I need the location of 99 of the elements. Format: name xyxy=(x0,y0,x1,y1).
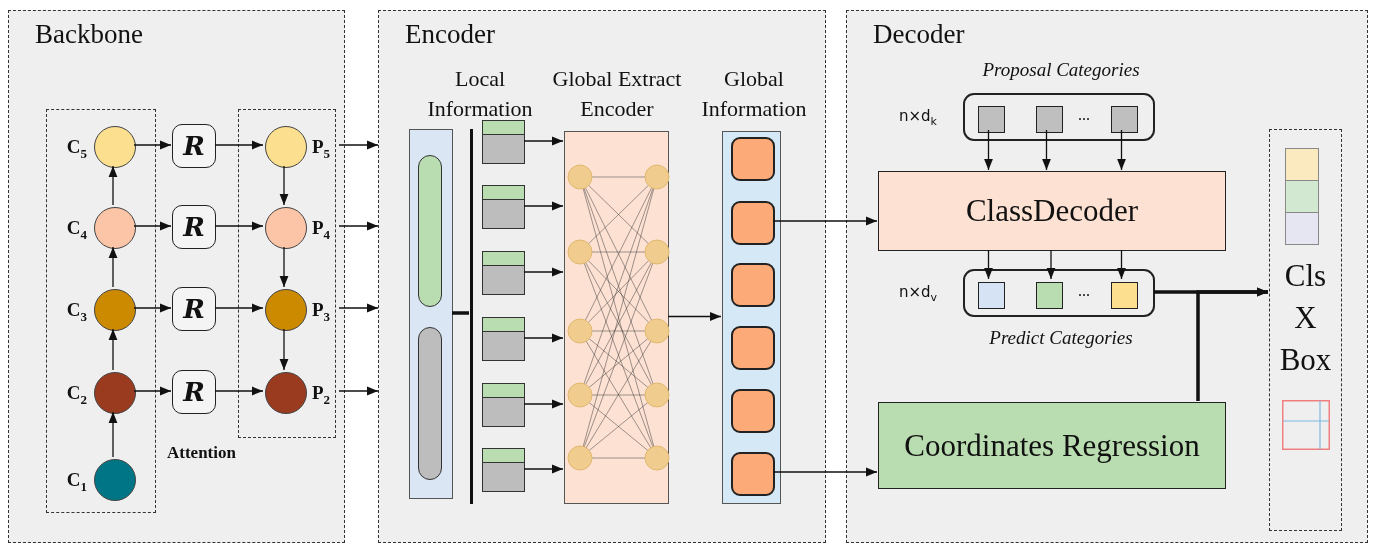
arrow xyxy=(338,386,379,396)
column-heading: Local Information xyxy=(426,65,534,123)
attention-block xyxy=(172,205,216,249)
token-box xyxy=(482,120,525,164)
feature-label: P$_{2}$ xyxy=(312,382,331,408)
arrow xyxy=(984,249,993,280)
arrow xyxy=(108,411,118,458)
ellipsis: ... xyxy=(1077,282,1091,300)
arrow xyxy=(523,464,564,474)
feature-label: C$_{2}$ xyxy=(66,382,87,408)
feature-bar xyxy=(470,129,473,504)
block-symbol: R xyxy=(183,131,205,161)
feature-label: C$_{4}$ xyxy=(66,217,87,243)
category-cell xyxy=(1111,106,1138,133)
feature-square xyxy=(731,263,775,307)
feature-pill xyxy=(418,327,442,480)
category-cell xyxy=(1036,282,1063,309)
arrow xyxy=(523,267,564,277)
category-cell xyxy=(978,282,1005,309)
output-label: Cls xyxy=(1284,257,1327,295)
arrow xyxy=(523,333,564,343)
attention-block xyxy=(172,124,216,168)
feature-square xyxy=(731,137,775,181)
feature-square xyxy=(731,201,775,245)
arrow xyxy=(772,467,878,477)
connector-line xyxy=(452,311,469,315)
category-cell xyxy=(1111,282,1138,309)
feature-pill xyxy=(418,155,442,307)
token-box xyxy=(482,448,525,492)
encoder-heading: Global Extract Encoder xyxy=(551,65,683,123)
arrow xyxy=(279,165,289,206)
category-cell xyxy=(978,106,1005,133)
output-label: X xyxy=(1294,299,1317,337)
category-cell xyxy=(1036,106,1063,133)
arrow xyxy=(1196,287,1268,401)
arrow xyxy=(523,136,564,146)
feature-label: P$_{3}$ xyxy=(312,299,331,325)
column-heading: Global Information xyxy=(700,65,808,123)
arrow xyxy=(1046,249,1056,280)
module-label: Coordinates Regression xyxy=(904,427,1200,464)
category-caption: Proposal Categories xyxy=(981,59,1141,81)
feature-label: P$_{4}$ xyxy=(312,217,331,243)
feature-label: C$_{5}$ xyxy=(66,136,87,162)
arrow xyxy=(667,312,722,321)
arrow xyxy=(338,303,379,313)
ellipsis: ... xyxy=(1077,106,1091,124)
arrow xyxy=(214,303,264,313)
feature-square xyxy=(731,326,775,370)
output-group xyxy=(1269,129,1342,531)
arrow xyxy=(133,221,172,231)
arrow xyxy=(772,216,878,226)
group-caption: Attention xyxy=(167,443,236,463)
module-box xyxy=(878,402,1226,489)
attention-block xyxy=(172,370,216,414)
panel-background xyxy=(8,10,345,543)
category-caption: Predict Categories xyxy=(988,327,1134,349)
dashed-group xyxy=(46,109,156,513)
feature-label: P$_{5}$ xyxy=(312,136,331,162)
output-label: Box xyxy=(1279,341,1332,379)
block-symbol: R xyxy=(183,294,205,324)
arrow xyxy=(214,221,264,231)
arrow xyxy=(279,246,289,288)
arrow xyxy=(1117,129,1126,171)
panel-title: Decoder xyxy=(873,19,965,50)
arrow xyxy=(108,246,118,288)
panel-title: Encoder xyxy=(405,19,495,50)
block-symbol: R xyxy=(183,212,205,242)
token-box xyxy=(482,251,525,295)
arrow xyxy=(214,140,264,150)
module-box xyxy=(878,171,1226,251)
arrow xyxy=(133,386,172,396)
arrow xyxy=(523,399,564,409)
token-box xyxy=(482,317,525,361)
module-label: ClassDecoder xyxy=(965,193,1139,229)
arrow xyxy=(279,328,289,371)
arrow xyxy=(1117,249,1126,280)
feature-square xyxy=(731,389,775,433)
panel-title: Backbone xyxy=(35,19,143,50)
arrow xyxy=(984,129,993,171)
arrow xyxy=(133,303,172,313)
feature-square xyxy=(731,452,775,496)
arrow xyxy=(338,221,379,231)
panel-background xyxy=(846,10,1368,543)
token-box xyxy=(482,383,525,427)
arrow xyxy=(133,140,172,150)
token-box xyxy=(482,185,525,229)
block-symbol: R xyxy=(183,377,205,407)
dimension-label: n×d$_{v}$ xyxy=(899,283,938,304)
arrow xyxy=(108,328,118,371)
arrow xyxy=(1042,129,1051,171)
dimension-label: n×d$_{k}$ xyxy=(899,107,937,128)
panel-background xyxy=(378,10,826,543)
arrow xyxy=(523,201,564,211)
arrow xyxy=(214,386,264,396)
attention-block xyxy=(172,287,216,331)
arrow xyxy=(338,140,379,150)
feature-label: C$_{1}$ xyxy=(66,469,87,495)
arrow xyxy=(108,165,118,206)
feature-label: C$_{3}$ xyxy=(66,299,87,325)
